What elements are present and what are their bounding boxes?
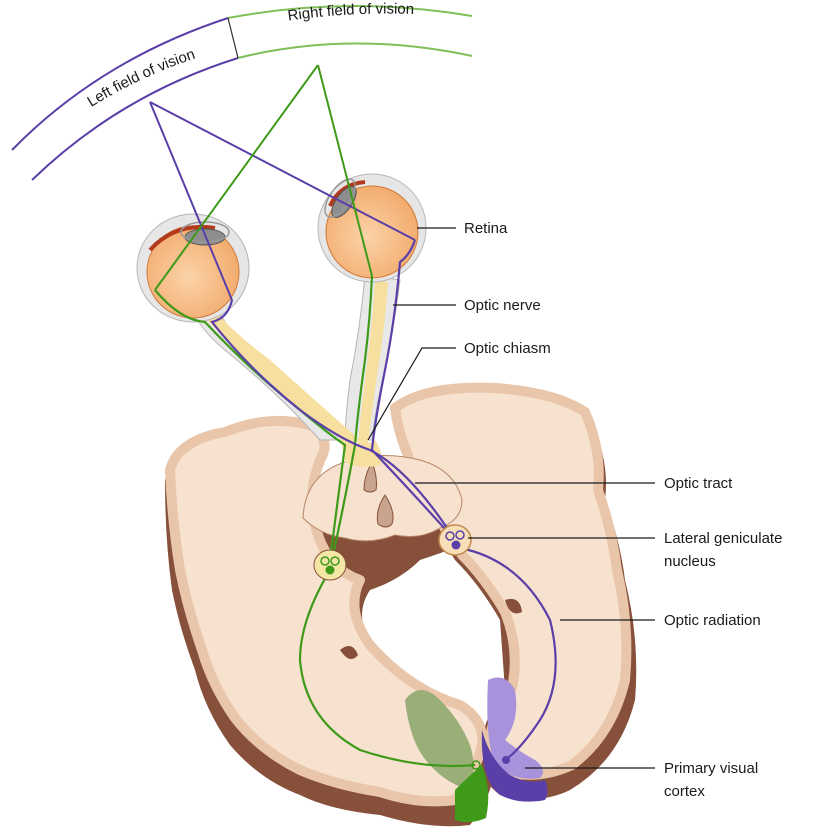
label-optic-chiasm: Optic chiasm [464,340,551,357]
cortex-endpoint-purple [502,756,510,764]
field-of-vision-arcs: Right field of vision Left field of visi… [12,1,472,180]
label-lgn-line1: Lateral geniculate [664,530,782,547]
eye-right [318,174,426,282]
label-pvc-line2: cortex [664,783,705,800]
lgn-right [439,525,471,555]
label-retina: Retina [464,220,508,237]
field-divider [228,18,238,58]
right-field-arc-inner [238,43,472,58]
label-optic-tract: Optic tract [664,475,733,492]
label-optic-nerve: Optic nerve [464,297,541,314]
label-lgn-line2: nucleus [664,553,716,570]
label-pvc-line1: Primary visual [664,760,758,777]
label-optic-radiation: Optic radiation [664,612,761,629]
eye-left [137,214,249,322]
right-field-label: Right field of vision [287,1,415,25]
lgn-left [314,550,346,580]
